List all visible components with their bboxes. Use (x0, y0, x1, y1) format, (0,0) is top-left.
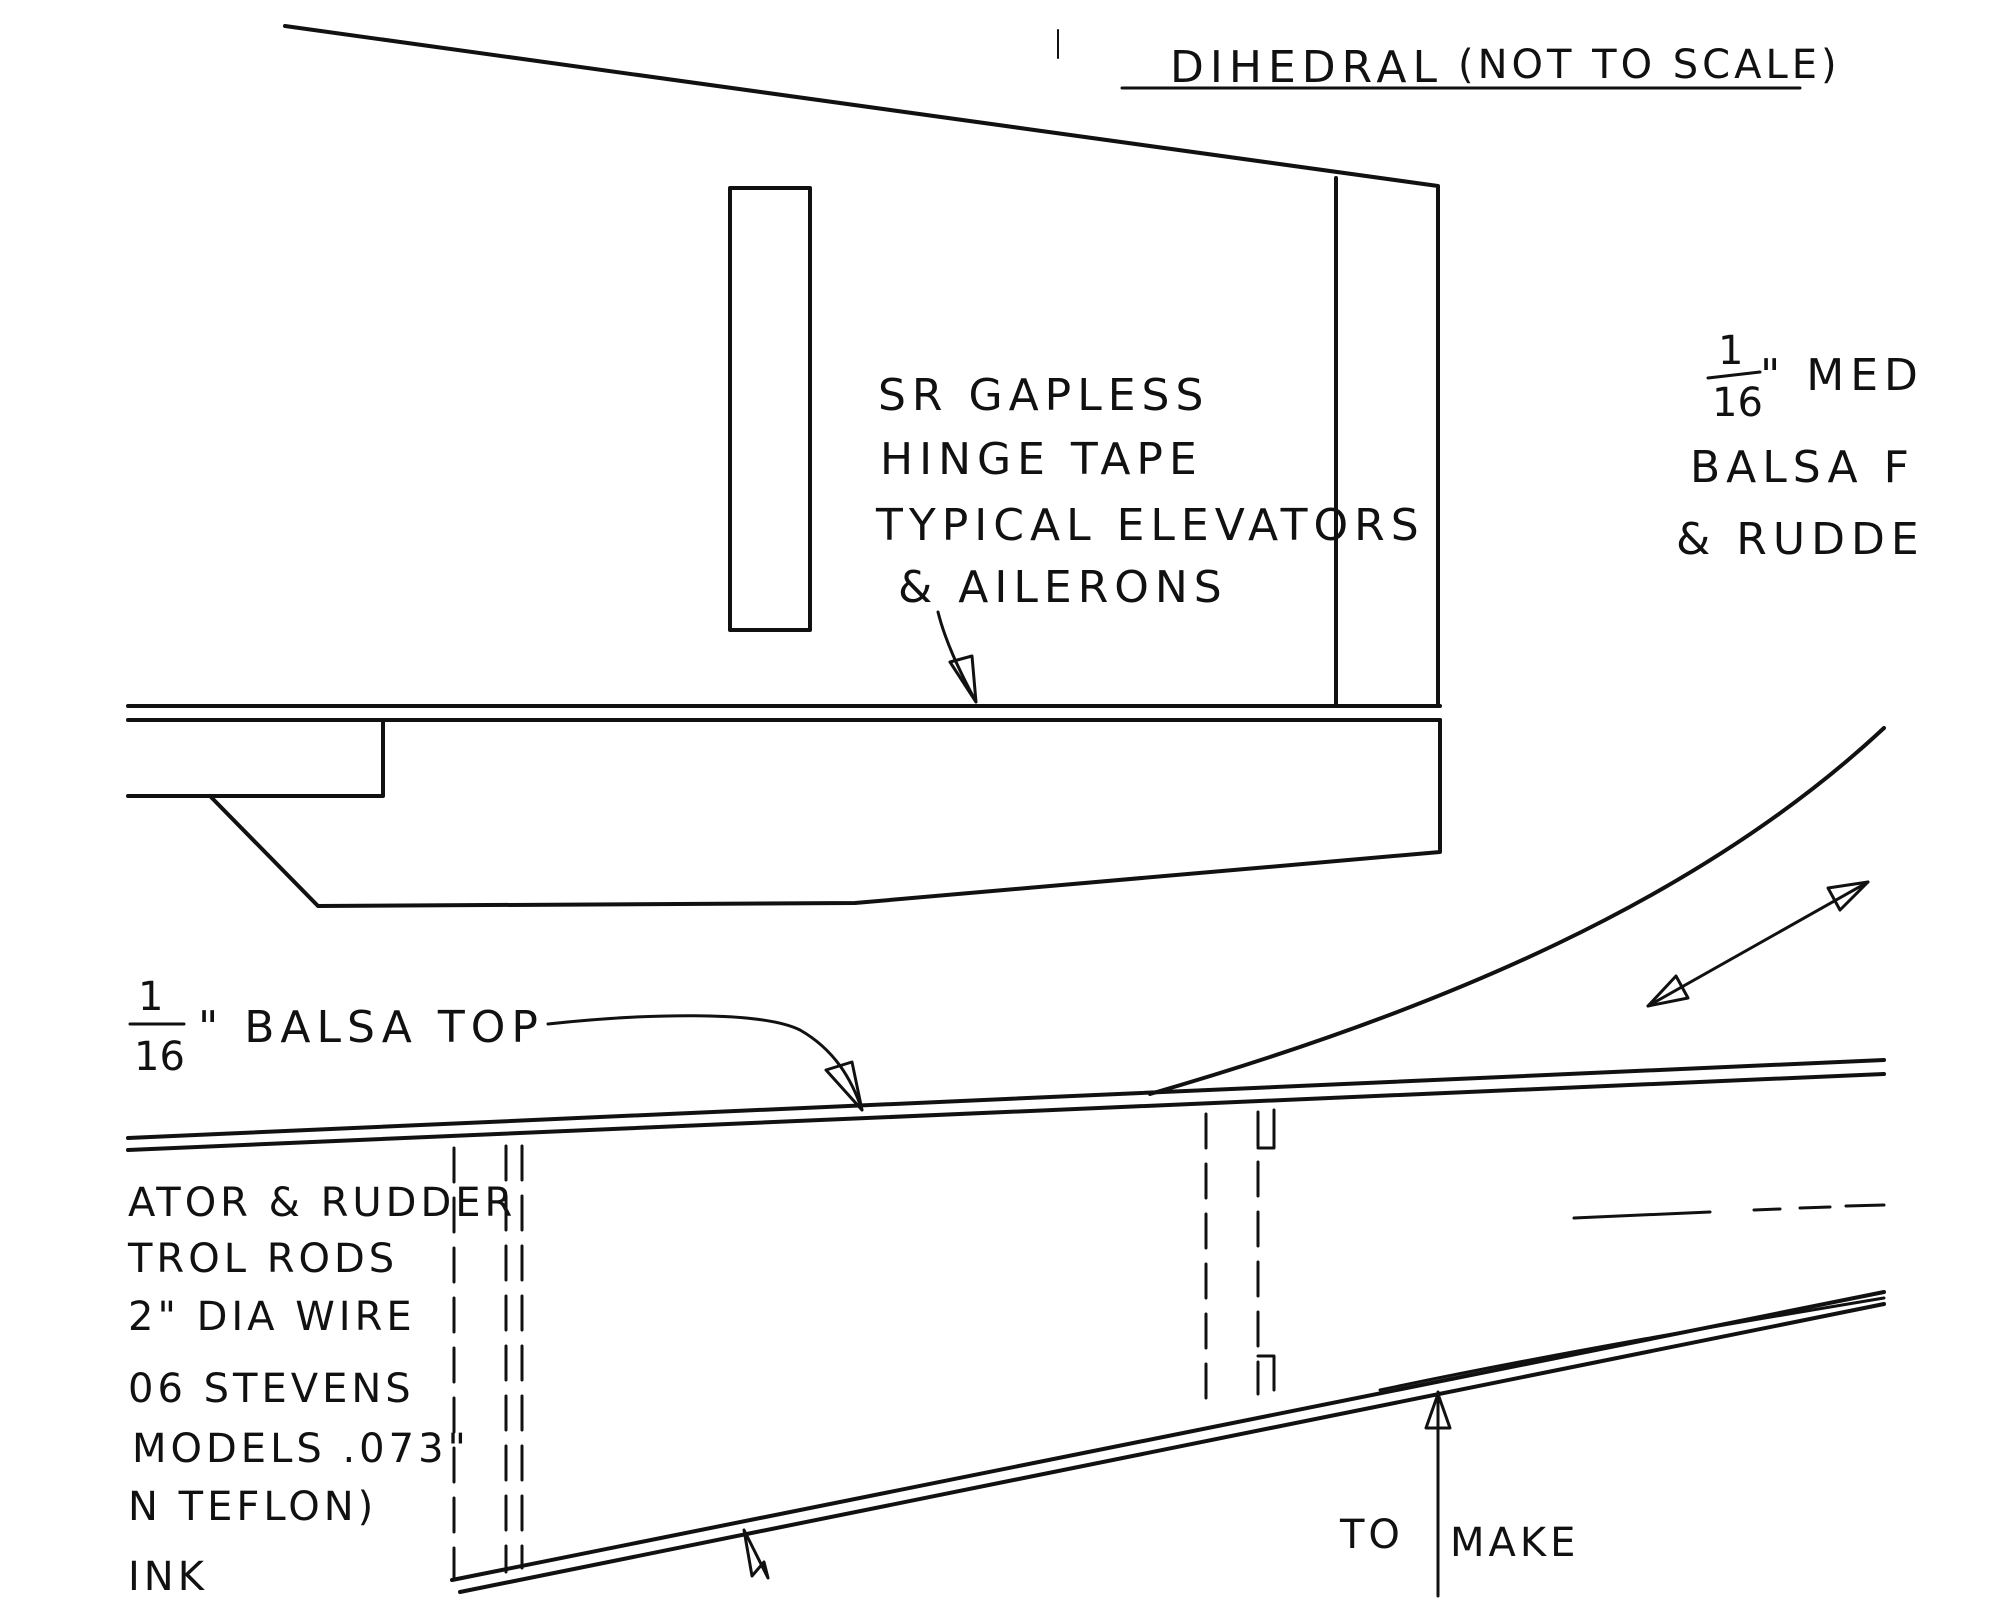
bottom-sheet-line-2 (458, 1302, 1886, 1594)
top-note-text: " BALSA TOP (198, 1002, 544, 1053)
bottom-arrowhead-right (1424, 1392, 1452, 1430)
top-frac-den: 16 (134, 1034, 185, 1080)
right-note: 1 16 " MED BALSA F & RUDDE (1676, 328, 1925, 565)
centerline-dash-3 (1798, 1205, 1832, 1210)
right-frac-bar (1706, 370, 1762, 380)
double-arrow-head-down (1646, 974, 1690, 1008)
hinge-tape-note: SR GAPLESS HINGE TAPE TYPICAL ELEVATORS … (875, 370, 1425, 704)
stabilizer-plan (126, 24, 1442, 908)
right-note-line-3: & RUDDE (1676, 514, 1925, 565)
bottom-note-make: MAKE (1450, 1520, 1579, 1566)
pushrod-note-line-4: 06 STEVENS (128, 1366, 415, 1412)
centerline-dash-4 (1844, 1203, 1886, 1208)
pushrod-note: ATOR & RUDDER TROL RODS 2" DIA WIRE 06 S… (127, 1180, 516, 1600)
fuselage-side (126, 1058, 1886, 1594)
centerline-dash-2 (1752, 1207, 1782, 1212)
right-frac-den: 16 (1712, 380, 1763, 426)
bottom-note-to: TO (1339, 1512, 1404, 1558)
hinge-note-line-2: HINGE TAPE (880, 434, 1203, 485)
right-note-line-1: " MED (1760, 350, 1924, 401)
top-sheet-line-1 (126, 1058, 1886, 1140)
former-notch-top (1256, 1108, 1276, 1150)
balsa-top-note: 1 16 " BALSA TOP (128, 974, 864, 1112)
bottom-arrowhead-left (742, 1528, 770, 1580)
hinge-arrowhead (948, 654, 978, 704)
hinge-slot (728, 186, 812, 632)
top-sheet-line-2 (126, 1072, 1886, 1152)
double-arrow-head-up (1826, 880, 1870, 912)
pushrod-note-line-2: TROL RODS (127, 1236, 398, 1282)
hinge-note-line-1: SR GAPLESS (878, 370, 1209, 421)
bottom-arrow-right (1424, 1390, 1452, 1598)
top-arrowhead (824, 1060, 864, 1112)
bottom-sheet-curve (1378, 1296, 1886, 1392)
right-frac-num: 1 (1718, 328, 1743, 374)
former-notch-bottom (1256, 1354, 1276, 1392)
stab-leading-edge (283, 24, 1440, 708)
pushrod-note-line-3: 2" DIA WIRE (128, 1294, 416, 1340)
double-arrow-shaft (1646, 880, 1870, 1008)
dimension-double-arrow (1646, 880, 1870, 1008)
elevator-trailing-edge (208, 718, 1442, 908)
hinge-note-line-4: & AILERONS (898, 562, 1228, 613)
bottom-note: TO MAKE (1339, 1512, 1579, 1566)
title-dihedral: DIHEDRAL (1170, 42, 1443, 93)
pushrod-note-line-1: ATOR & RUDDER (128, 1180, 516, 1226)
centerline-dash-1 (1572, 1210, 1712, 1220)
title-not-to-scale: (NOT TO SCALE) (1458, 42, 1841, 88)
right-note-line-2: BALSA F (1690, 442, 1915, 493)
elevator-horn (126, 720, 385, 798)
top-leader-line (546, 1014, 864, 1112)
top-frac-num: 1 (138, 974, 163, 1020)
pushrod-note-line-6: N TEFLON) (128, 1484, 377, 1530)
pushrod-note-line-7: INK (128, 1554, 208, 1600)
bottom-arrow-left (742, 1528, 770, 1580)
hinge-note-line-3: TYPICAL ELEVATORS (875, 500, 1425, 551)
pushrod-note-line-5: MODELS .073" (132, 1426, 470, 1472)
fin-leading-edge-curve (1148, 726, 1886, 1096)
